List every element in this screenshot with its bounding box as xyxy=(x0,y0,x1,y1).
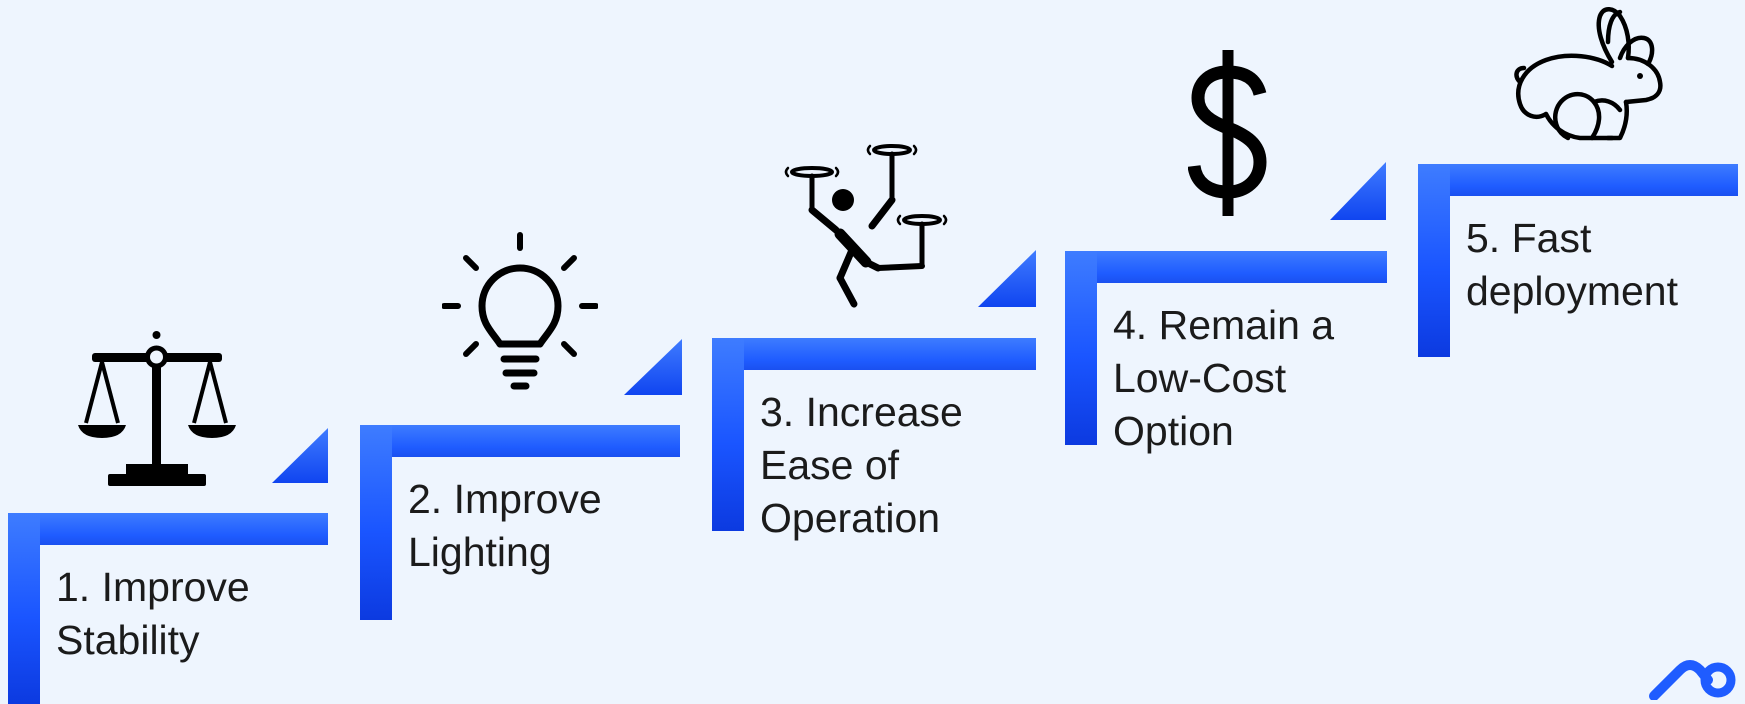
step-3-line2: Ease of xyxy=(760,442,900,488)
step-2-arrow-triangle xyxy=(624,339,682,395)
step-5-line2: deployment xyxy=(1466,268,1678,314)
step-3-arrow-triangle xyxy=(978,250,1036,307)
step-2-line1: Improve xyxy=(453,476,602,522)
step-1-riser xyxy=(8,513,40,704)
step-5-line1: Fast xyxy=(1511,215,1592,261)
step-3-label: 3. Increase Ease of Operation xyxy=(760,386,963,545)
dollar-icon xyxy=(1188,50,1267,216)
step-3-riser xyxy=(712,338,744,531)
step-4: 4. Remain a Low-Cost Option xyxy=(1065,251,1387,454)
step-5-number: 5. xyxy=(1466,215,1501,261)
step-1-tread xyxy=(8,513,328,545)
step-1: 1. Improve Stability xyxy=(8,513,328,704)
step-2: 2. Improve Lighting xyxy=(360,425,680,620)
step-1-number: 1. xyxy=(56,564,91,610)
lightbulb-icon xyxy=(442,232,598,390)
step-1-arrow-triangle xyxy=(272,428,328,483)
drone-person-icon xyxy=(784,144,948,308)
logo-icon xyxy=(1649,660,1736,700)
step-2-line2: Lighting xyxy=(408,529,552,575)
step-1-line2: Stability xyxy=(56,617,200,663)
step-1-label: 1. Improve Stability xyxy=(56,561,250,667)
step-3: 3. Increase Ease of Operation xyxy=(712,338,1036,541)
step-5-label: 5. Fast deployment xyxy=(1466,212,1678,318)
step-2-number: 2. xyxy=(408,476,443,522)
rabbit-icon xyxy=(1514,7,1663,141)
step-3-tread xyxy=(712,338,1036,370)
step-4-arrow-triangle xyxy=(1330,162,1386,220)
step-4-number: 4. xyxy=(1113,302,1148,348)
step-4-tread xyxy=(1065,251,1387,283)
step-4-line1: Remain a xyxy=(1158,302,1335,348)
step-5-tread xyxy=(1418,164,1738,196)
step-5: 5. Fast deployment xyxy=(1418,164,1738,357)
step-4-line3: Option xyxy=(1113,408,1234,454)
step-2-riser xyxy=(360,425,392,620)
balance-scale-icon xyxy=(78,331,236,486)
step-3-line3: Operation xyxy=(760,495,941,541)
step-2-tread xyxy=(360,425,680,457)
step-5-riser xyxy=(1418,164,1450,357)
step-1-line1: Improve xyxy=(101,564,250,610)
step-3-number: 3. xyxy=(760,389,795,435)
step-2-label: 2. Improve Lighting xyxy=(408,473,602,579)
step-4-label: 4. Remain a Low-Cost Option xyxy=(1113,299,1334,458)
step-3-line1: Increase xyxy=(805,389,963,435)
step-4-riser xyxy=(1065,251,1097,445)
step-4-line2: Low-Cost xyxy=(1113,355,1287,401)
